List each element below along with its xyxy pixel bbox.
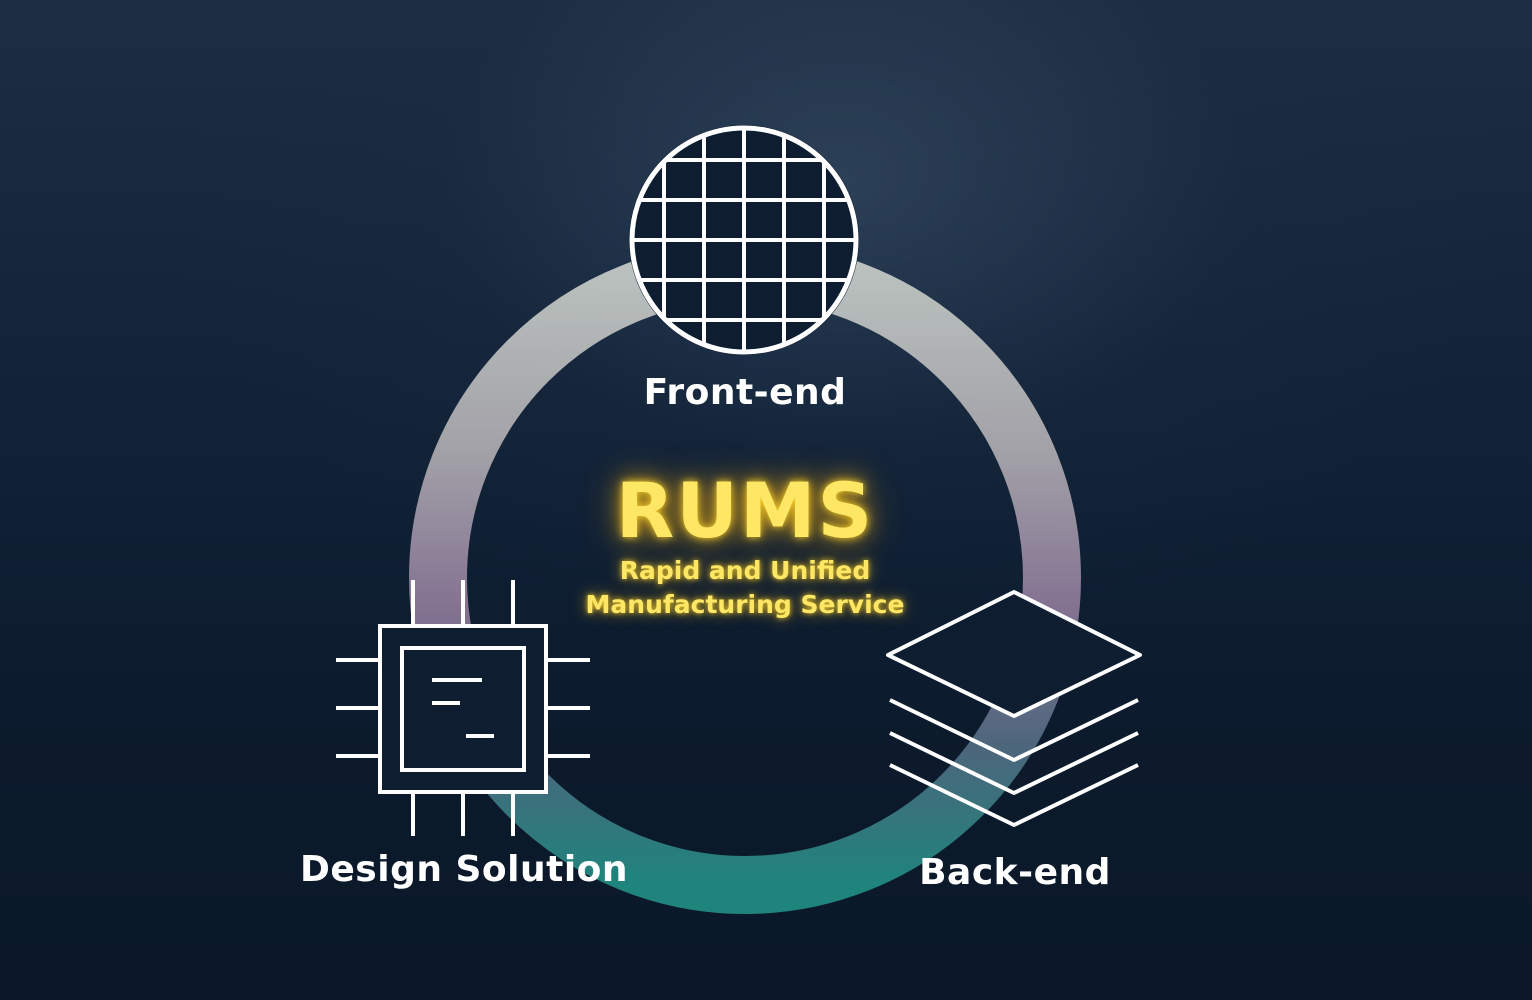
layer-stack-icon [886, 590, 1142, 827]
center-title-block: RUMS Rapid and Unified Manufacturing Ser… [560, 468, 930, 622]
design-solution-label: Design Solution [300, 849, 629, 890]
rums-title: RUMS [615, 466, 875, 555]
rums-subtitle-line1: Rapid and Unified [619, 556, 871, 585]
front-end-label: Front-end [643, 372, 847, 413]
chip-icon [336, 580, 590, 836]
wafer-grid-icon [629, 125, 859, 355]
rums-subtitle-line2: Manufacturing Service [585, 590, 905, 619]
back-end-label: Back-end [919, 852, 1111, 893]
